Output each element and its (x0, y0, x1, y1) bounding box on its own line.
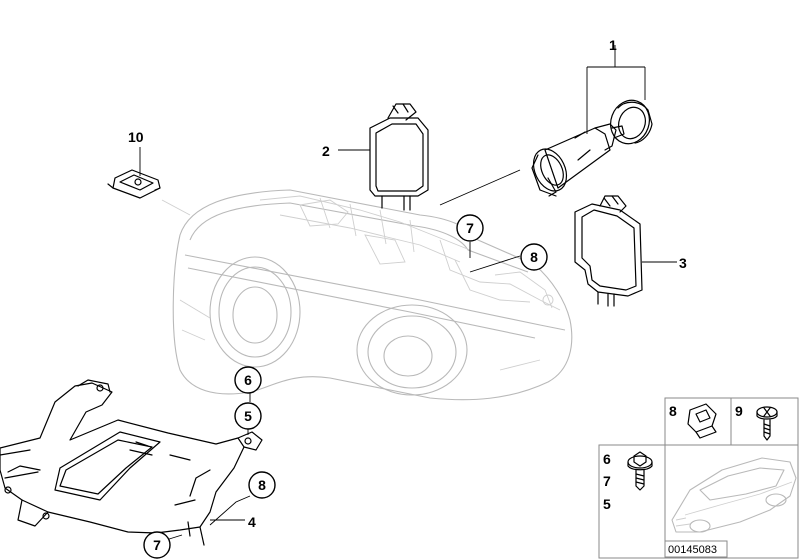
callout-1: 1 (609, 37, 617, 53)
callout-7-lower: 7 (143, 531, 171, 559)
bottom-bracket-part-4 (0, 379, 263, 546)
callout-7-upper-label: 7 (466, 220, 474, 236)
callout-6-label: 6 (244, 372, 252, 388)
callout-3: 3 (679, 255, 687, 271)
cover-part-3 (574, 195, 643, 307)
callout-4: 4 (248, 514, 256, 530)
callout-2: 2 (322, 143, 330, 159)
callout-8-lower: 8 (248, 471, 276, 499)
headlight-housing-outline (172, 189, 573, 401)
legend-6-label: 6 (603, 451, 611, 467)
callout-5-label: 5 (244, 408, 252, 424)
document-id: 00145083 (668, 544, 717, 556)
callout-8-upper: 8 (520, 243, 548, 271)
clip-8-icon (687, 403, 717, 439)
callout-7-upper: 7 (456, 214, 484, 242)
callout-8-upper-label: 8 (530, 249, 538, 265)
callout-5: 5 (234, 402, 262, 430)
screw-9-icon (756, 406, 778, 441)
bulb-socket-assembly (531, 99, 653, 197)
callout-6: 6 (234, 366, 262, 394)
callout-10: 10 (128, 129, 144, 145)
legend-9-label: 9 (735, 403, 743, 419)
callout-8-lower-label: 8 (258, 477, 266, 493)
callout-7-lower-label: 7 (153, 537, 161, 553)
bolt-icon (627, 451, 653, 491)
legend-panel: 8 9 6 7 5 (598, 397, 799, 559)
legend-7-label: 7 (603, 473, 611, 489)
legend-8-label: 8 (669, 403, 677, 419)
clip-nut-part-10 (107, 169, 161, 199)
cover-part-2 (369, 103, 429, 211)
car-silhouette-icon (671, 457, 797, 533)
legend-5-label: 5 (603, 496, 611, 512)
